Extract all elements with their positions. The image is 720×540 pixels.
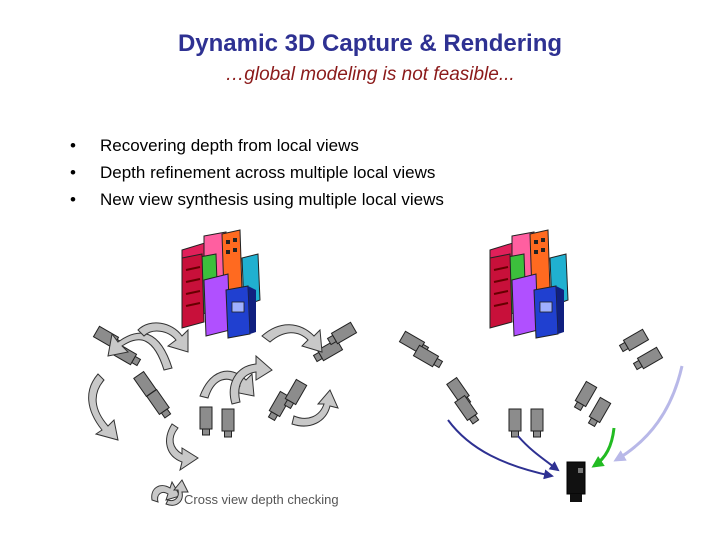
synthesis-ray [613,365,684,462]
bullet-item: •New view synthesis using multiple local… [70,186,444,213]
curved-arrow-icon [229,354,273,405]
bullet-text: Depth refinement across multiple local v… [100,163,436,182]
camera-icon [585,396,612,429]
camera-icon [631,346,664,373]
legend-label: Cross view depth checking [184,492,339,507]
camera-icon [199,406,213,436]
camera-icon [571,380,598,413]
synthesis-ray [517,435,560,472]
city-model-left [181,229,261,339]
curved-arrow-icon [261,324,323,353]
camera-icon [146,389,174,420]
virtual-camera-icon [566,461,586,502]
curved-arrow-icon [291,389,339,427]
camera-icon [617,328,650,355]
synthesis-ray [591,427,616,468]
slide-title: Dynamic 3D Capture & Rendering [177,30,563,57]
camera-icon [454,395,482,426]
bullet-item: •Recovering depth from local views [70,132,444,159]
curved-arrow-icon [137,322,189,353]
curved-arrow-icon [166,423,199,472]
bullet-text: New view synthesis using multiple local … [100,190,444,209]
camera-array-right [398,328,664,438]
curved-arrow-icon [88,373,119,441]
bullet-list: •Recovering depth from local views •Dept… [70,132,444,213]
camera-icon [412,344,445,371]
camera-icon [508,408,522,438]
bullet-text: Recovering depth from local views [100,136,359,155]
bullet-item: •Depth refinement across multiple local … [70,159,444,186]
camera-icon [530,408,544,438]
slide-subtitle: …global modeling is not feasible... [225,64,515,85]
synthesis-ray [447,419,554,480]
curved-arrow-icon [107,332,173,371]
cross-view-legend-icon [151,479,189,506]
city-model-right [489,229,569,339]
camera-icon [325,321,358,348]
cross-view-arrows [88,322,339,472]
camera-icon [221,408,235,438]
